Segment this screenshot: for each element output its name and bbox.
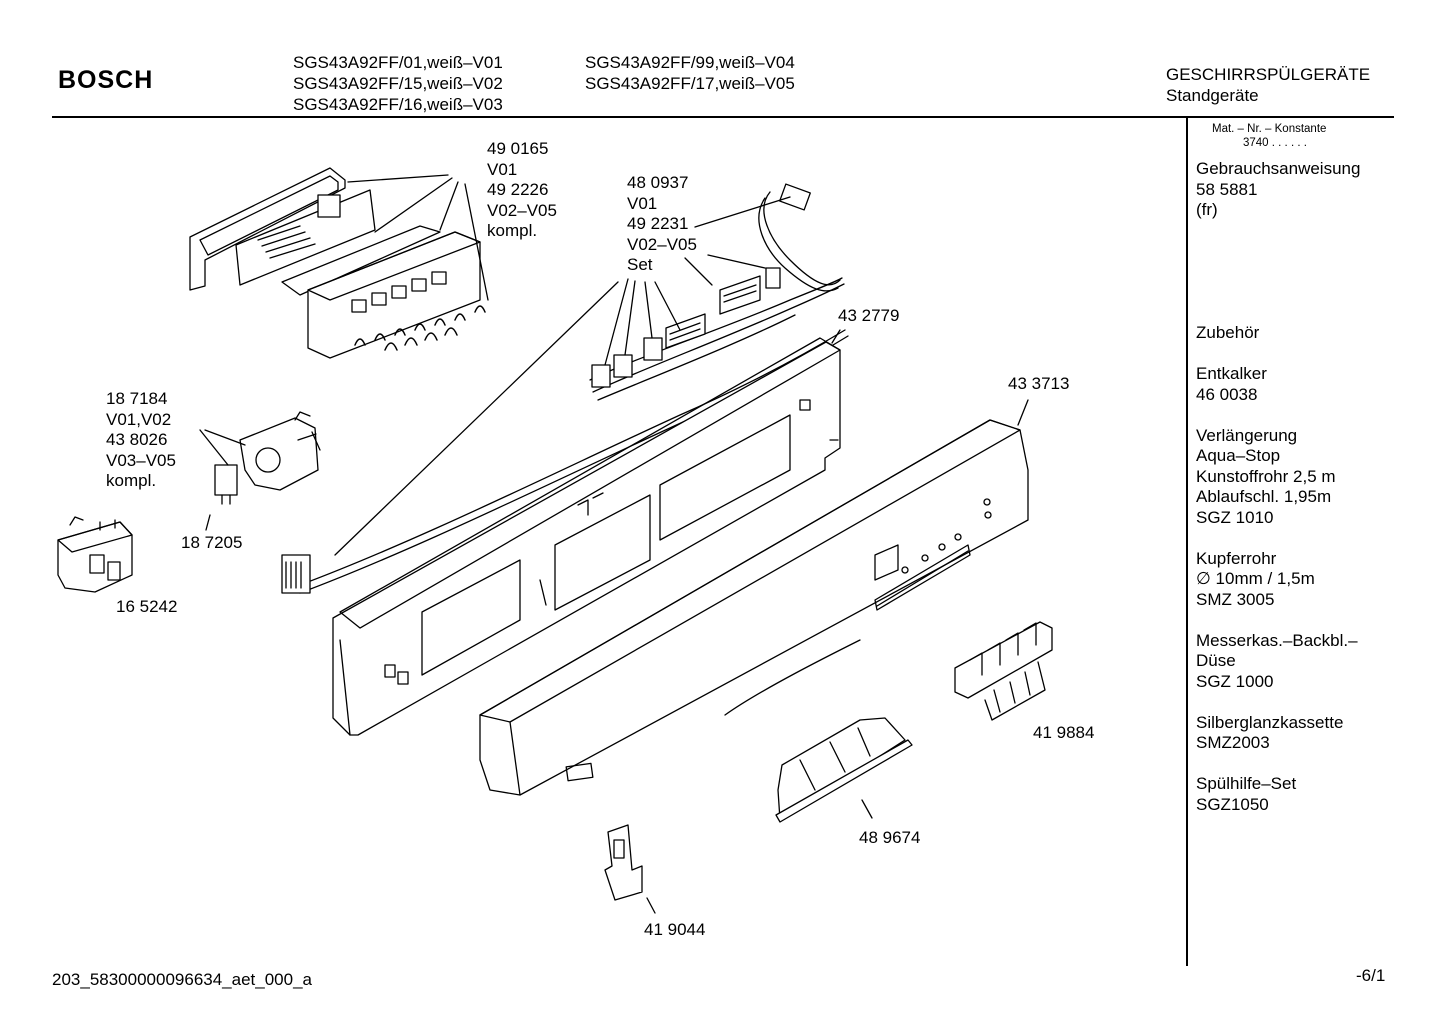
part-label-480937: 48 0937 V01 49 2231 V02–V05 Set: [627, 173, 697, 276]
page-number: -6/1: [1356, 966, 1386, 985]
leader-lines: [199, 429, 246, 531]
sidebar-entry-line: Aqua–Stop: [1196, 446, 1281, 465]
sidebar-entry-line: Gebrauchsanweisung: [1196, 159, 1361, 178]
part-label-489674: 48 9674: [859, 828, 921, 847]
model-line: SGS43A92FF/17,weiß–V05: [585, 74, 795, 93]
leader-lines: [1017, 399, 1029, 426]
model-line: SGS43A92FF/01,weiß–V01: [293, 53, 503, 72]
document-id: 203_58300000096634_aet_000_a: [52, 970, 312, 989]
sidebar-entry-line: SGZ 1010: [1196, 507, 1274, 527]
header-rule: [52, 116, 1394, 118]
switch-part: [214, 411, 321, 505]
leader-lines: [831, 329, 841, 344]
sidebar-entry-line: SMZ 3005: [1196, 589, 1275, 609]
accessory-sidebar: Mat. – Nr. – Konstante 3740 . . . . . . …: [1196, 122, 1396, 836]
leader-lines: [334, 196, 791, 556]
sidebar-entry-line: Kunstoffrohr 2,5 m: [1196, 466, 1336, 486]
sidebar-entry-line: Zubehör: [1196, 323, 1260, 342]
mat-nr-title: Mat. – Nr. – Konstante: [1212, 123, 1327, 135]
part-variant: V01: [487, 159, 518, 179]
part-variant: V02–V05: [627, 234, 697, 254]
sidebar-entry-line: ∅ 10mm / 1,5m: [1196, 569, 1315, 588]
sidebar-entry-line: Kupferrohr: [1196, 548, 1277, 568]
sidebar-entry-line: 58 5881: [1196, 179, 1258, 199]
part-number: 18 7184: [106, 389, 168, 408]
model-line: SGS43A92FF/15,weiß–V02: [293, 74, 503, 93]
category-title: GESCHIRRSPÜLGERÄTE: [1166, 65, 1371, 84]
sidebar-entry-line: SGZ 1000: [1196, 671, 1274, 691]
front-fascia-part: [479, 419, 1029, 796]
button-strip-part: [954, 621, 1053, 699]
part-label-419884: 41 9884: [1033, 723, 1095, 742]
part-number: 49 0165: [487, 139, 549, 158]
model-list-2: SGS43A92FF/99,weiß–V04 SGS43A92FF/17,wei…: [585, 52, 795, 94]
leader-lines: [347, 174, 489, 301]
part-label-490165: 49 0165 V01 49 2226 V02–V05 kompl.: [487, 139, 557, 242]
part-label-187184: 18 7184 V01,V02 43 8026 V03–V05 kompl.: [106, 389, 176, 492]
sidebar-entry-line: Düse: [1196, 651, 1236, 670]
sidebar-entry: Zubehör: [1196, 323, 1396, 344]
clip-part: [604, 824, 643, 901]
part-number: 43 8026: [106, 430, 168, 449]
leader-lines: [984, 661, 1046, 721]
sidebar-divider: [1186, 118, 1188, 966]
sidebar-entry-line: SMZ2003: [1196, 733, 1270, 752]
leader-lines: [861, 799, 873, 819]
model-line: SGS43A92FF/99,weiß–V04: [585, 53, 795, 72]
terminal-block-part: [57, 516, 133, 593]
part-note: kompl.: [487, 221, 538, 240]
handle-insert-part: [775, 717, 913, 823]
sidebar-entry-line: Silberglanzkassette: [1196, 712, 1344, 732]
part-label-165242: 16 5242: [116, 597, 178, 616]
part-number: 49 2226: [487, 180, 549, 199]
category-subtitle: Standgeräte: [1166, 86, 1259, 105]
part-variant: V02–V05: [487, 200, 557, 220]
model-list-1: SGS43A92FF/01,weiß–V01 SGS43A92FF/15,wei…: [293, 52, 503, 115]
part-label-419044: 41 9044: [644, 920, 706, 939]
part-number: 49 2231: [627, 214, 689, 233]
sidebar-entry-line: Verlängerung: [1196, 425, 1298, 445]
part-label-433713: 43 3713: [1008, 374, 1070, 393]
cable-harness-part: [589, 183, 845, 401]
part-note: kompl.: [106, 471, 157, 490]
part-note: Set: [627, 255, 653, 274]
sidebar-entry-line: Entkalker: [1196, 364, 1267, 383]
sidebar-entry-line: SGZ1050: [1196, 794, 1269, 814]
sidebar-entry-line: Messerkas.–Backbl.–: [1196, 630, 1358, 650]
mat-nr-value: 3740 . . . . . .: [1243, 137, 1307, 149]
sidebar-entry-line: Spülhilfe–Set: [1196, 774, 1297, 793]
category-block: GESCHIRRSPÜLGERÄTE Standgeräte: [1166, 64, 1370, 106]
control-board-part: [189, 167, 486, 359]
part-variant: V01: [627, 193, 658, 213]
brand-logo: BOSCH: [58, 66, 154, 94]
part-variant: V03–V05: [106, 450, 176, 470]
panel-frame-part: [332, 337, 841, 736]
part-number: 48 0937: [627, 173, 689, 192]
part-label-187205: 18 7205: [181, 533, 243, 552]
model-line: SGS43A92FF/16,weiß–V03: [293, 95, 503, 114]
part-label-432779: 43 2779: [838, 306, 900, 325]
part-variant: V01,V02: [106, 409, 172, 429]
sidebar-entry-line: (fr): [1196, 200, 1218, 219]
sidebar-entry-line: 46 0038: [1196, 384, 1258, 404]
leader-lines: [646, 897, 656, 914]
sidebar-entry-line: Ablaufschl. 1,95m: [1196, 487, 1332, 506]
